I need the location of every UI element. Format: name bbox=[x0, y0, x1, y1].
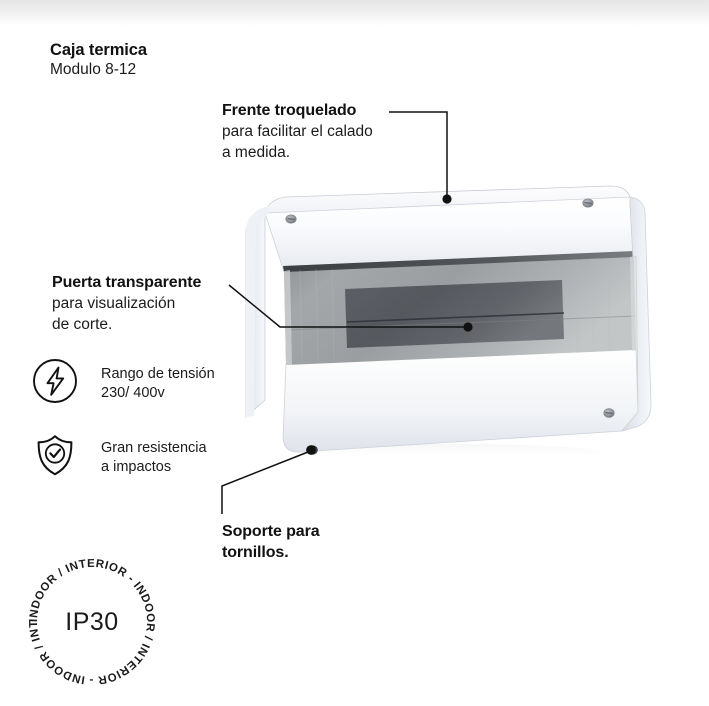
box-right-cap bbox=[620, 196, 652, 432]
callout-screws: Soporte para tornillos. bbox=[222, 521, 320, 563]
callout-front: Frente troquelado para facilitar el cala… bbox=[222, 100, 373, 163]
page-title: Caja termica bbox=[50, 41, 147, 59]
feature-impact-text: Gran resistencia a impactos bbox=[101, 440, 207, 475]
callout-front-line-1: para facilitar el calado bbox=[222, 123, 373, 140]
callout-door-heading: Puerta transparente bbox=[52, 274, 202, 291]
shield-check-icon bbox=[37, 435, 73, 476]
feature-impact-resistance: Gran resistencia a impactos bbox=[32, 432, 207, 478]
callout-door: Puerta transparente para visualización d… bbox=[52, 272, 201, 335]
ip-rating-badge: INDOOR / INTERIOR - INDOOR / INTERIOR - … bbox=[17, 543, 162, 692]
page-title-block: Caja termica Modulo 8-12 bbox=[50, 40, 147, 80]
callout-screws-heading: Soporte para bbox=[222, 523, 320, 540]
ip-rating-value: IP30 bbox=[65, 607, 119, 636]
feature-voltage-text: Rango de tensión 230/ 400v bbox=[101, 366, 215, 401]
product-shadow bbox=[300, 444, 600, 460]
feature-voltage-range: Rango de tensión 230/ 400v bbox=[32, 358, 215, 404]
callout-door-line-2: de corte. bbox=[52, 316, 113, 333]
box-left-edge-highlight bbox=[246, 206, 268, 417]
door-top-lip bbox=[283, 251, 634, 272]
callout-front-line-2: a medida. bbox=[222, 144, 291, 161]
callout-front-heading: Frente troquelado bbox=[222, 102, 357, 119]
page-subtitle: Modulo 8-12 bbox=[50, 61, 137, 78]
callout-screws-line-1: tornillos. bbox=[222, 544, 289, 561]
ip-badge-ring: INDOOR / INTERIOR - INDOOR / INTERIOR - … bbox=[17, 543, 155, 686]
callout-door-line-1: para visualización bbox=[52, 295, 176, 312]
lightning-bolt-icon bbox=[33, 359, 77, 403]
top-gradient-band bbox=[0, 0, 709, 26]
box-lower-front-band bbox=[282, 348, 639, 453]
